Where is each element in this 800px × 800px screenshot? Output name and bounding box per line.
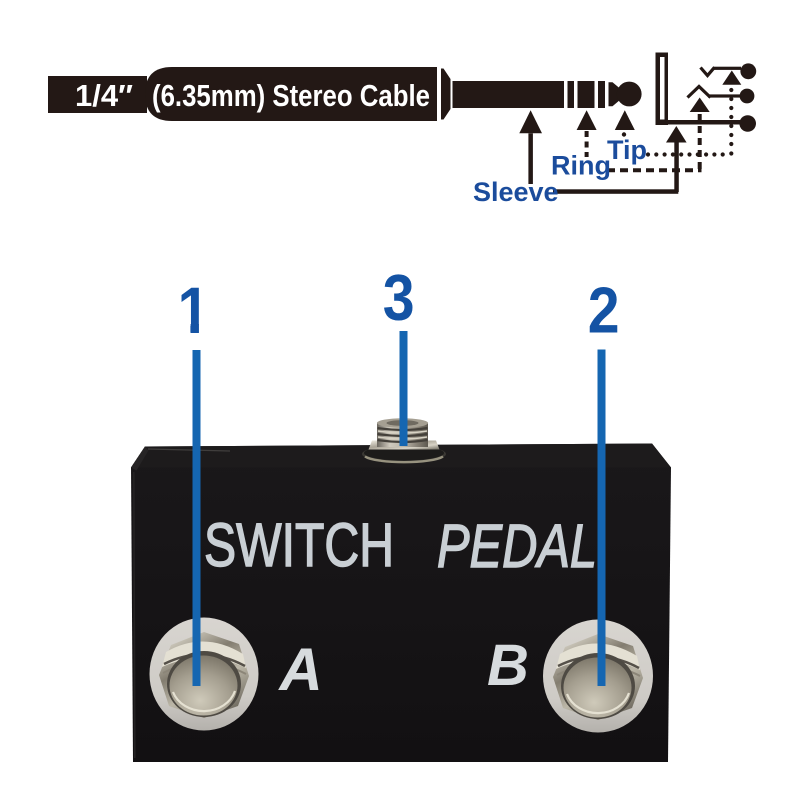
svg-text:PEDAL: PEDAL xyxy=(437,512,597,581)
svg-text:SWITCH: SWITCH xyxy=(204,511,394,580)
svg-text:(6.35mm) Stereo Cable: (6.35mm) Stereo Cable xyxy=(152,78,430,113)
svg-text:3: 3 xyxy=(383,262,415,334)
svg-text:Tip: Tip xyxy=(607,135,647,165)
svg-text:Sleeve: Sleeve xyxy=(473,177,559,207)
svg-text:1/4″: 1/4″ xyxy=(75,78,133,113)
svg-text:B: B xyxy=(487,633,529,698)
svg-text:A: A xyxy=(277,636,322,703)
svg-text:Ring: Ring xyxy=(551,151,611,181)
svg-text:2: 2 xyxy=(588,274,620,346)
svg-text:1: 1 xyxy=(178,274,210,346)
